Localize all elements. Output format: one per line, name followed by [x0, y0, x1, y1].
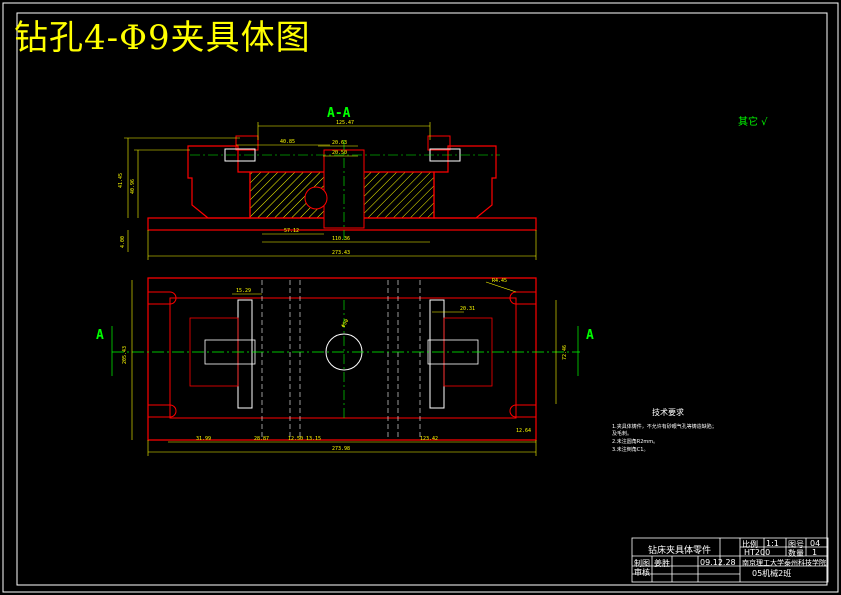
- dim-top-width: 125.47: [336, 120, 354, 126]
- left-bolt: [224, 148, 256, 162]
- dim-plan-b1: 31.99: [196, 436, 211, 442]
- dim-plan-center-hole: Φ50: [341, 318, 351, 329]
- dim-base-height: 4.00: [120, 236, 126, 248]
- dim-overall-width: 273.43: [332, 250, 350, 256]
- checker-label: 审核: [634, 568, 650, 577]
- dim-plan-b5: 123.42: [420, 436, 438, 442]
- plan-inner: [169, 297, 517, 419]
- count-label: 数量: [788, 549, 804, 558]
- dim-plan-b4: 13.15: [306, 436, 321, 442]
- dim-plan-top-right: 20.31: [460, 306, 475, 312]
- designer-name: 姜胜: [654, 559, 670, 568]
- right-clamp-block: [433, 145, 497, 219]
- tech-requirements-title: 技术要求: [652, 408, 684, 417]
- dim-plan-right-height: 72.46: [562, 345, 568, 360]
- class-name: 05机械2班: [752, 569, 792, 578]
- dim-plan-left-height: 205.43: [122, 346, 128, 364]
- dim-plan-overall: 273.98: [332, 446, 350, 452]
- dim-left-height-1: 41.45: [118, 173, 124, 188]
- top-guide: [235, 135, 259, 151]
- scale-label: 比例: [742, 540, 758, 549]
- dim-top-center-1: 20.63: [332, 140, 347, 146]
- sheet-label: 图号: [788, 540, 804, 549]
- section-label: A-A: [327, 106, 351, 121]
- section-view: [124, 122, 537, 260]
- dim-top-center-2: 20.50: [332, 150, 347, 156]
- section-cut-left: A: [96, 328, 104, 343]
- drawing-frame-inner: [16, 12, 828, 586]
- rest-roughness: 其它 √: [738, 117, 768, 128]
- dim-plan-b2: 28.87: [254, 436, 269, 442]
- scale-value: 1:1: [766, 539, 779, 548]
- tech-note-3: 2.未注圆角R2mm。: [612, 439, 659, 445]
- plan-view: [111, 277, 580, 456]
- dim-plan-top-left: 15.29: [236, 288, 251, 294]
- part-name: 钻床夹具体零件: [648, 546, 712, 556]
- title-block: [631, 537, 829, 583]
- locating-hole: [304, 186, 328, 210]
- drawing-date: 09.12.28: [700, 558, 736, 567]
- school-name: 南京理工大学泰州科技学院: [742, 559, 826, 567]
- slot-top-left: [148, 291, 177, 305]
- sheet-value: 04: [810, 539, 821, 548]
- tech-note-2: 及毛刺。: [612, 431, 633, 437]
- count-value: 1: [812, 548, 818, 557]
- dim-inner-width: 110.36: [332, 236, 350, 242]
- left-clamp-block: [187, 145, 251, 219]
- top-guide-right: [427, 135, 451, 151]
- tech-note-4: 3.未注倒角C1。: [612, 447, 649, 453]
- section-cut-right: A: [586, 328, 594, 343]
- dim-top-left: 40.85: [280, 139, 295, 145]
- dim-left-height-2: 40.96: [130, 179, 136, 194]
- drawing-title: 钻孔4-Φ9夹具体图: [14, 18, 311, 58]
- dim-plan-b6: 12.64: [516, 428, 531, 434]
- plan-left-clamp: [237, 299, 253, 409]
- slot-bottom-right: [509, 404, 536, 418]
- dim-plan-hole: R4.45: [492, 278, 507, 284]
- designer-label: 制图: [634, 559, 650, 568]
- tech-note-1: 1.夹具体铸件，不允许有砂眼气孔等铸造缺陷；: [612, 424, 717, 430]
- material: HT200: [744, 548, 771, 557]
- dim-plan-b3: 12.50: [288, 436, 303, 442]
- slot-bottom-left: [148, 404, 177, 418]
- dim-inner-bottom: 57.12: [284, 228, 299, 234]
- plan-right-clamp: [429, 299, 445, 409]
